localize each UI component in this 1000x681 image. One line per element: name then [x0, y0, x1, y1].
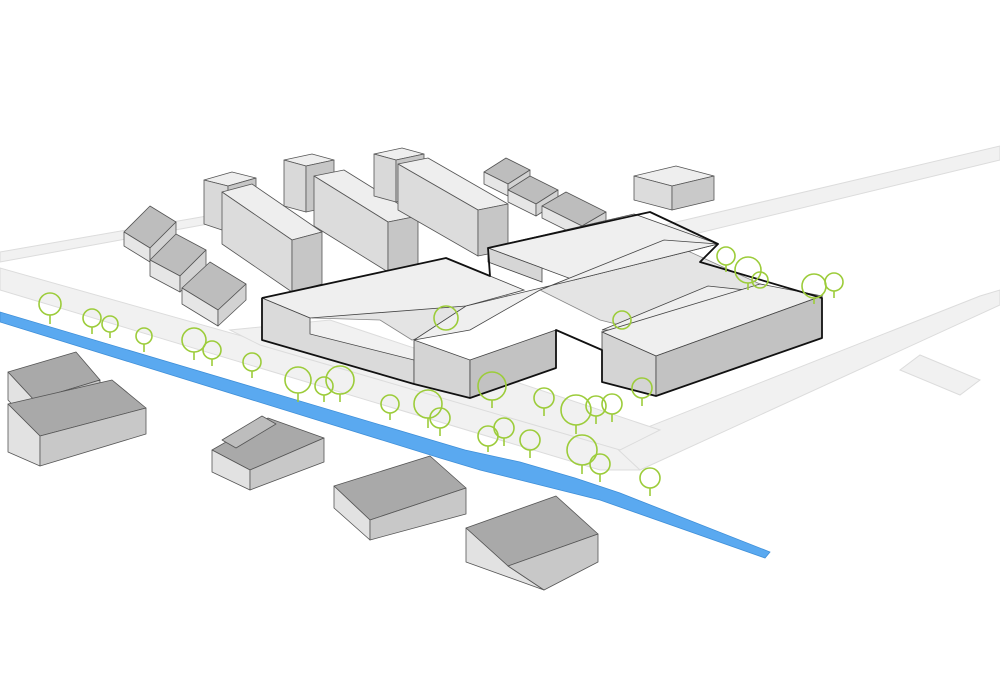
slab-blocks — [203, 147, 509, 293]
tree-icon — [533, 387, 555, 416]
tree-icon — [82, 308, 102, 334]
tree-icon — [38, 292, 62, 324]
front-house-1 — [7, 351, 147, 467]
river-icon — [0, 311, 771, 559]
row-house-3 — [181, 261, 247, 327]
tree-icon — [639, 467, 661, 496]
tree-icon — [716, 246, 736, 272]
tree-icon — [284, 366, 312, 402]
tree-icon — [824, 272, 844, 298]
tree-icon — [242, 352, 262, 378]
tree-icon — [135, 327, 153, 352]
central-spine-roof — [413, 239, 719, 341]
slab-block-1 — [203, 171, 323, 293]
tree-icon — [734, 256, 762, 290]
row-house-5 — [507, 175, 559, 217]
tree-icon — [566, 434, 598, 474]
tree-icon — [589, 453, 611, 482]
tree-icon — [380, 394, 400, 420]
tree-icon — [519, 429, 541, 458]
proposed-building — [260, 211, 824, 399]
tree-icon — [202, 340, 222, 366]
front-houses — [7, 351, 599, 591]
tree-icon — [413, 389, 443, 428]
tree-icon — [560, 394, 592, 434]
trees — [38, 246, 844, 496]
tree-icon — [429, 407, 451, 436]
row-houses-right — [483, 157, 607, 239]
tree-icon — [477, 371, 507, 408]
road-right-spur — [899, 354, 981, 396]
tree-icon — [493, 417, 515, 446]
row-house-1 — [123, 205, 177, 263]
tree-icon — [631, 377, 653, 406]
proposed-building-outline — [261, 211, 823, 399]
front-house-3 — [333, 455, 467, 541]
row-houses-left — [123, 205, 247, 327]
row-house-2 — [149, 233, 207, 293]
front-house-2 — [211, 415, 325, 491]
tree-icon — [325, 365, 355, 402]
tree-icon — [314, 376, 334, 402]
tree-icon — [101, 315, 119, 338]
front-house-4 — [465, 495, 599, 591]
river — [0, 311, 771, 559]
tree-icon — [612, 310, 632, 330]
slab-block-3 — [373, 147, 509, 257]
slab-block-2 — [283, 153, 419, 273]
tree-icon — [751, 271, 769, 289]
tree-icon — [585, 395, 607, 424]
small-block-top-right — [633, 165, 715, 211]
tree-icon — [181, 327, 207, 360]
tree-icon — [433, 305, 459, 331]
road-right-diagonal — [609, 289, 1000, 471]
tree-icon — [601, 393, 623, 422]
